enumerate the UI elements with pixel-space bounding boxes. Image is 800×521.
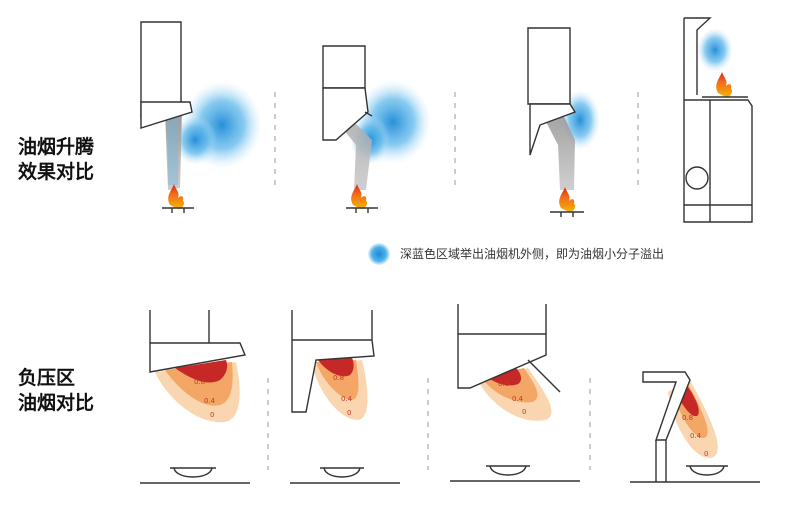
top-panel-side-hood	[527, 27, 600, 217]
flame-icon	[716, 72, 733, 98]
row-label-negative-pressure: 负压区 油烟对比	[18, 366, 94, 416]
top-panel-chimney-hood	[140, 21, 262, 213]
hood-panel	[529, 103, 577, 156]
flame-icon	[559, 187, 576, 213]
zone-label-04: 0.4	[341, 395, 353, 403]
bottom-panel-3: 0.8 0.4 0	[450, 304, 580, 482]
zone-label-04: 0.4	[512, 395, 524, 403]
row-label-smoke-rise-line1: 油烟升腾	[18, 136, 95, 158]
row-label-smoke-rise: 油烟升腾 效果对比	[18, 135, 94, 185]
zone-label-08: 0.8	[682, 414, 693, 422]
zone-core	[175, 360, 228, 383]
fan-circle	[685, 166, 709, 190]
zone-label-0: 0	[704, 450, 708, 458]
hood-body	[322, 87, 369, 141]
zone-core	[486, 368, 522, 386]
leak-cloud	[697, 28, 733, 72]
flame-icon	[351, 184, 368, 210]
row-label-negative-pressure-line1: 负压区	[18, 367, 76, 389]
smoke-column	[540, 108, 575, 190]
zone-label-08: 0.8	[498, 380, 509, 388]
row-label-smoke-rise-line2: 效果对比	[18, 161, 95, 183]
zone-label-0: 0	[210, 411, 214, 419]
zone-label-08: 0.8	[194, 378, 205, 386]
bowl-icon	[686, 465, 728, 476]
hood-body	[642, 371, 691, 441]
zone-label-04: 0.4	[204, 397, 216, 405]
hood-body	[457, 333, 547, 389]
hood-body	[291, 339, 375, 413]
hood-chimney	[322, 45, 366, 89]
hood-canopy	[140, 101, 193, 129]
legend-blue-swatch	[368, 243, 390, 265]
zone-label-0: 0	[347, 409, 351, 417]
zone-core	[318, 358, 354, 377]
flame-icon	[168, 184, 185, 210]
zone-label-04: 0.4	[690, 432, 702, 440]
bottom-panel-4: 0.8 0.4 0	[630, 371, 760, 483]
top-panel-integrated-stove	[683, 17, 753, 223]
row-label-negative-pressure-line2: 油烟对比	[18, 392, 95, 414]
bottom-panel-2: 0.8 0.4 0	[290, 310, 400, 484]
bowl-icon	[320, 467, 364, 478]
legend-text: 深蓝色区域举出油烟机外侧，即为油烟小分子溢出	[400, 247, 665, 261]
top-panel-slanted-hood	[322, 45, 431, 213]
zone-label-08: 0.8	[333, 374, 344, 382]
zone-label-0: 0	[522, 408, 526, 416]
bowl-icon	[486, 465, 530, 476]
cabinet-body	[683, 99, 753, 223]
bowl-icon	[170, 467, 216, 478]
hood-canopy	[149, 342, 246, 373]
bottom-panel-1: 0.8 0.4 0	[140, 310, 250, 484]
hood-chimney	[527, 27, 571, 105]
